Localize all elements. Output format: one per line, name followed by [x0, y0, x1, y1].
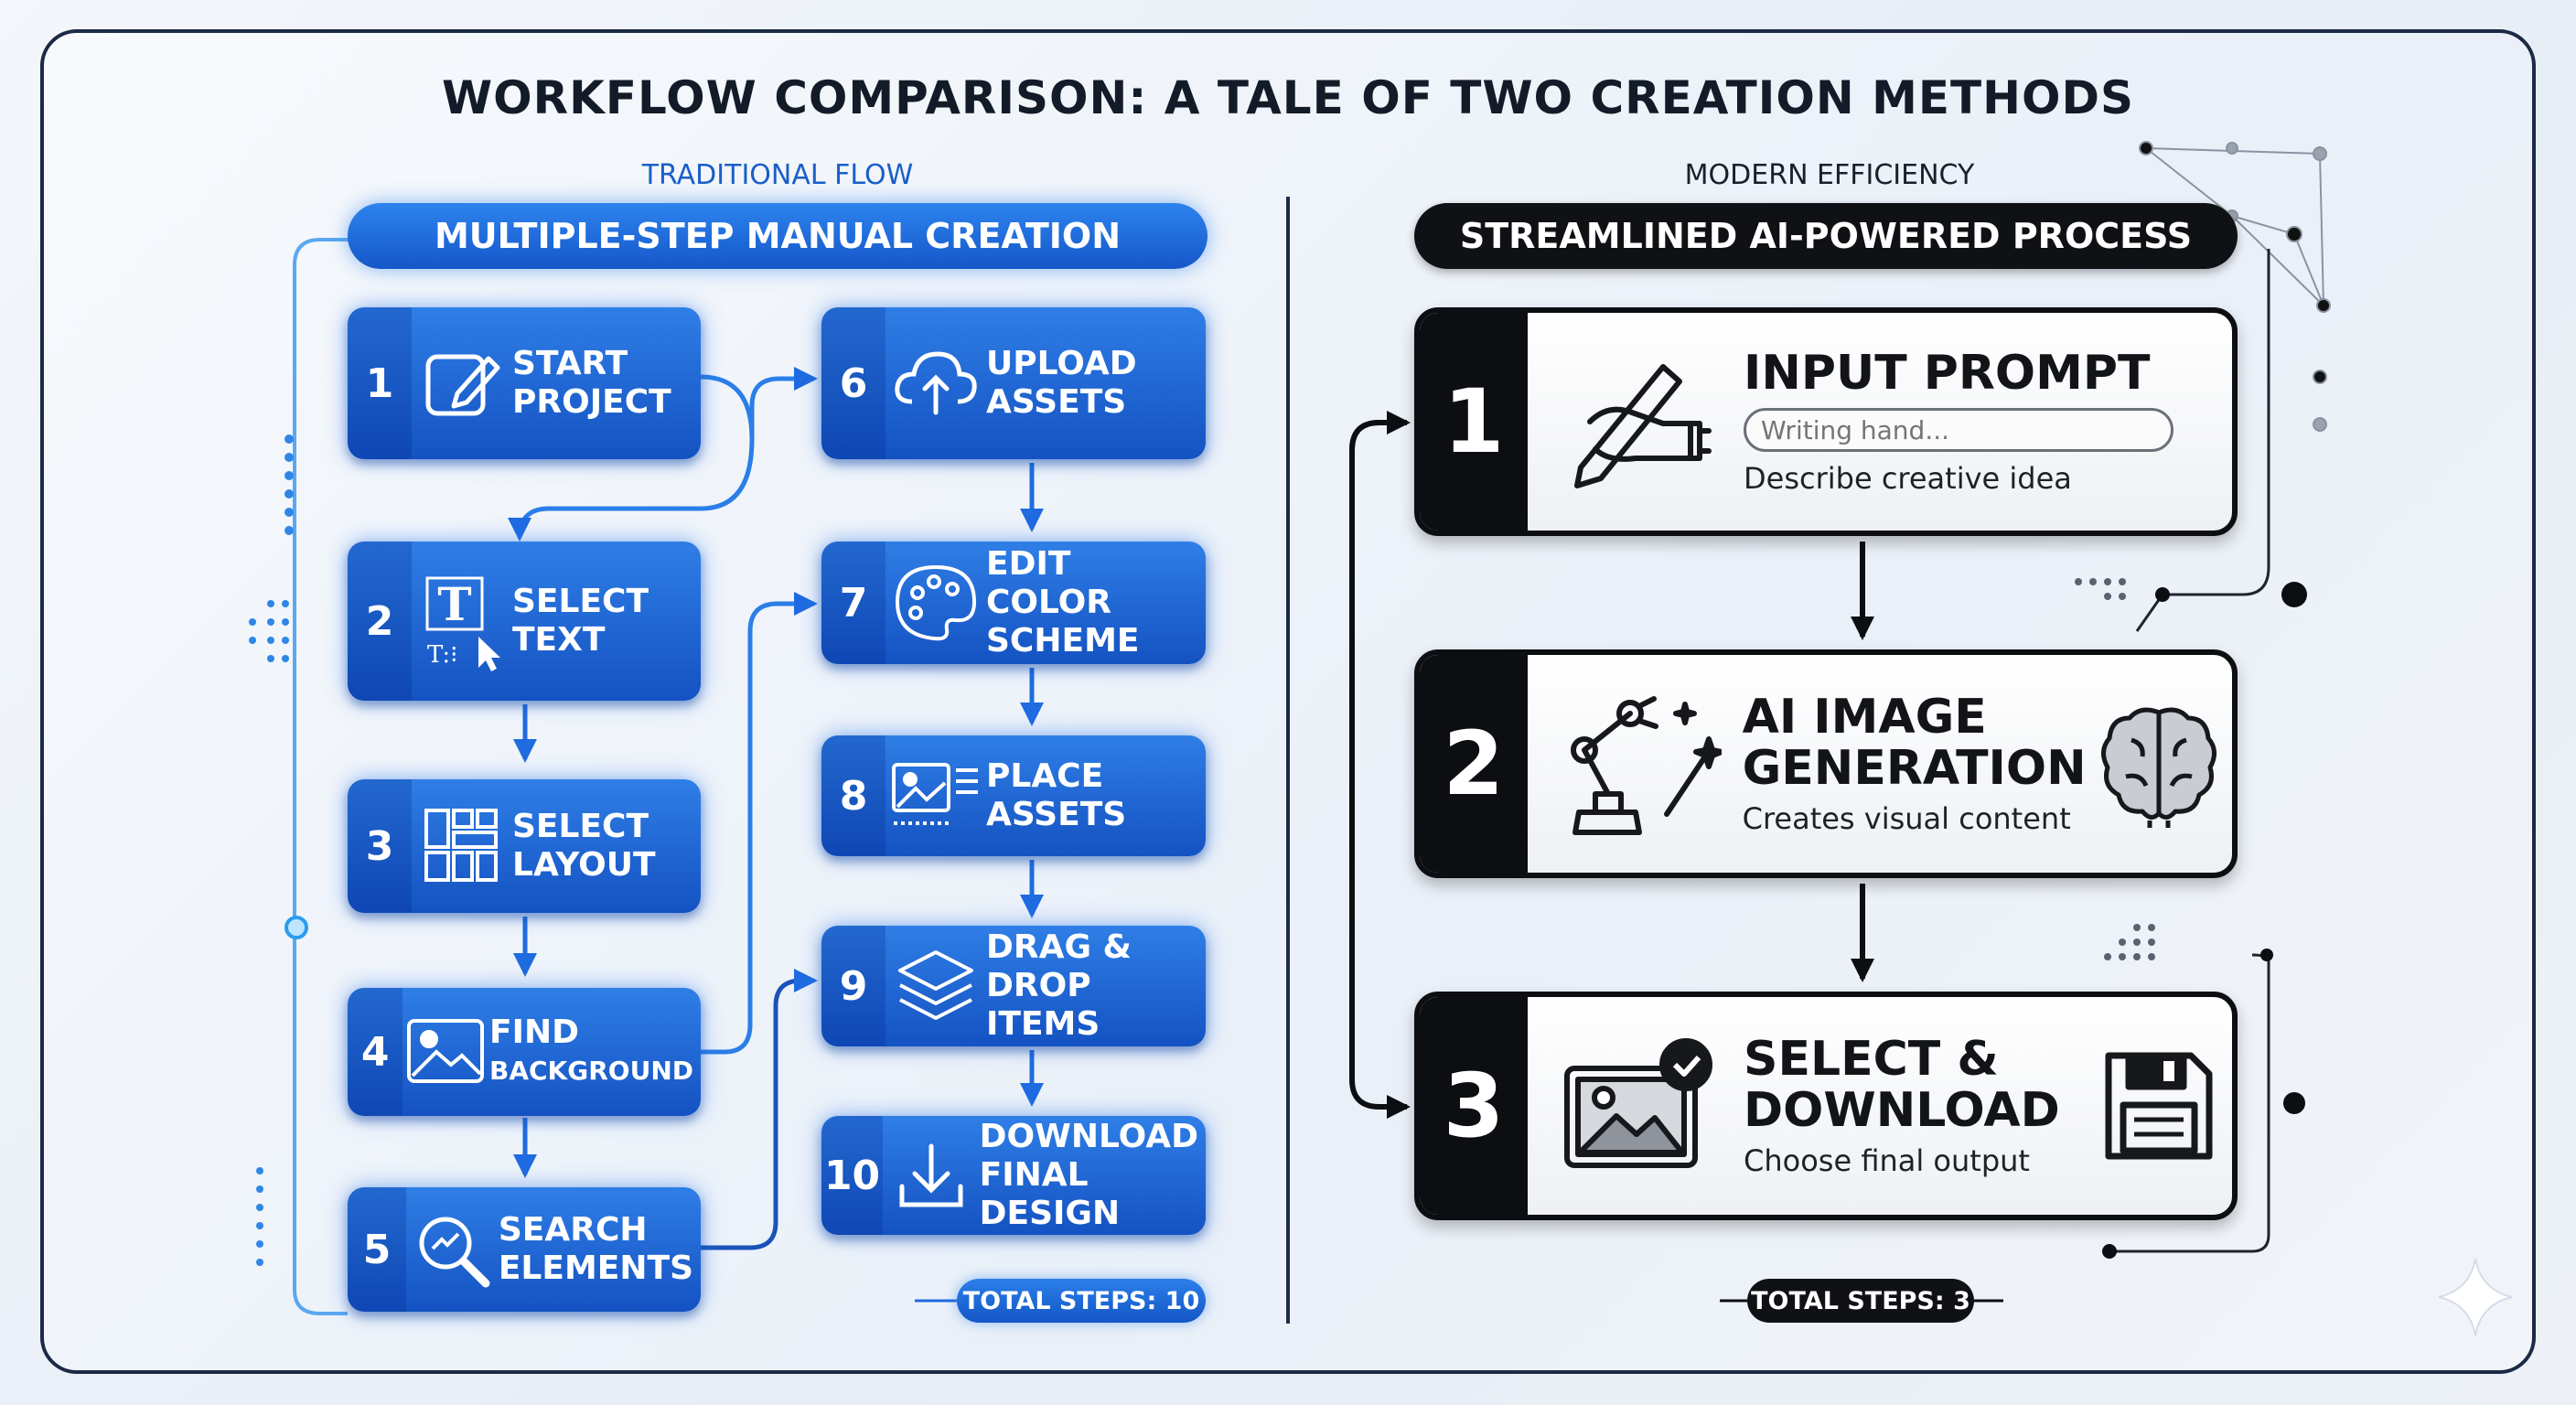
step-title-line2: DOWNLOAD: [1744, 1083, 2060, 1138]
step-number: 7: [821, 542, 886, 664]
step-label-line2: BACKGROUND: [488, 1056, 693, 1086]
bracket-node: [284, 916, 308, 939]
left-dot-clusters: [249, 434, 294, 1266]
left-bracket-line: [293, 238, 355, 1315]
step-title-line2: GENERATION: [1742, 741, 2087, 796]
step-number: 2: [348, 542, 412, 701]
brain-icon: [2087, 655, 2232, 873]
step-label-line1: UPLOAD: [986, 345, 1137, 382]
step-number: 6: [821, 307, 886, 459]
network-decoration: [2139, 141, 2331, 432]
step-number: 9: [821, 926, 886, 1046]
arrow-loop-m1: [1349, 420, 1411, 1119]
step-number: 8: [821, 735, 886, 856]
step-number: 10: [821, 1116, 884, 1235]
step-label-line2: TEXT: [512, 621, 606, 659]
traditional-step-4: 4 FIND BACKGROUND: [348, 988, 701, 1116]
step-label-line2: ASSETS: [986, 383, 1127, 421]
step-label-line1: DOWNLOAD: [979, 1118, 1198, 1155]
step-label-line1: START: [512, 345, 628, 382]
dot-clusters: [2075, 578, 2155, 960]
arrow-5-9: [701, 969, 818, 1250]
step-number: 3: [348, 779, 412, 913]
image-placement-icon: [886, 735, 986, 856]
modern-total-badge: TOTAL STEPS: 3: [1747, 1279, 1974, 1323]
step-description: Describe creative idea: [1744, 461, 2072, 496]
step-title: INPUT PROMPT: [1744, 346, 2151, 401]
svg-text:T:⁝: T:⁝: [427, 641, 457, 669]
page-title: WORKFLOW COMPARISON: A TALE OF TWO CREAT…: [442, 71, 2134, 124]
step-number: 1: [1420, 313, 1528, 531]
arrow-1-6: [508, 374, 755, 542]
step-number: 5: [348, 1187, 407, 1312]
modern-step-3: 3 SELECT & DOWNLOAD Choose final output: [1414, 992, 2238, 1220]
step-number: 2: [1420, 655, 1528, 873]
step-title-line1: AI IMAGE: [1742, 690, 1987, 745]
step-number: 1: [348, 307, 412, 459]
step-label-line1: DRAG &: [986, 928, 1132, 966]
step-label-line2: ASSETS: [986, 796, 1127, 833]
step-label-line2: SCHEME: [986, 622, 1140, 660]
step-number: 3: [1420, 997, 1528, 1215]
edit-icon: [412, 307, 512, 459]
step-label-line2: LAYOUT: [512, 846, 656, 884]
circuit-nodes: [2102, 582, 2307, 1259]
step-label-line1: SELECT: [512, 583, 649, 620]
modern-step-1: 1 INPUT PROMPT Describe creative idea: [1414, 307, 2238, 536]
step-label-line1: FIND: [488, 1014, 579, 1051]
step-label-line1: SELECT: [512, 808, 649, 845]
step-label-line1: PLACE: [986, 757, 1104, 795]
prompt-input[interactable]: [1744, 408, 2174, 452]
robot-arm-icon: [1528, 655, 1743, 873]
palette-icon: [886, 542, 986, 664]
cloud-upload-icon: [886, 307, 986, 459]
step-title-line1: SELECT &: [1744, 1032, 1999, 1087]
step-description: Choose final output: [1744, 1143, 2030, 1178]
step-label-line2: PROJECT: [512, 383, 671, 421]
traditional-label: TRADITIONAL FLOW: [641, 159, 914, 191]
arrow-loop-m1-top: [1349, 411, 1411, 457]
writing-hand-icon: [1528, 313, 1744, 531]
traditional-total-badge: TOTAL STEPS: 10: [957, 1279, 1206, 1323]
sparkle-icon: [2438, 1258, 2513, 1336]
step-label-line2: ELEMENTS: [498, 1249, 693, 1287]
arrow-4-7: [701, 592, 818, 1055]
step-label-line1: EDIT COLOR: [986, 545, 1112, 621]
arrow-to-6: [749, 367, 818, 439]
save-disk-icon: [2086, 997, 2232, 1215]
modern-header: STREAMLINED AI-POWERED PROCESS: [1414, 203, 2238, 269]
modern-label: MODERN EFFICIENCY: [1684, 159, 1975, 191]
traditional-step-9: 9 DRAG &DROP ITEMS: [821, 926, 1206, 1046]
modern-step-2: 2 AI IMAGE GENERATION Creates visual con…: [1414, 649, 2238, 878]
search-icon: [406, 1187, 499, 1312]
traditional-header: MULTIPLE-STEP MANUAL CREATION: [348, 203, 1208, 269]
image-check-icon: [1528, 997, 1744, 1215]
step-description: Creates visual content: [1742, 801, 2071, 836]
image-icon: [402, 988, 489, 1116]
circuit-decoration: [2109, 249, 2270, 1253]
step-label-line1: SEARCH: [498, 1211, 648, 1249]
download-icon: [883, 1116, 980, 1235]
layout-grid-icon: [412, 779, 512, 913]
step-label-line2: FINAL DESIGN: [979, 1156, 1121, 1232]
text-tool-icon: T T:⁝: [412, 542, 512, 701]
svg-text:T: T: [437, 577, 471, 631]
column-divider: [1286, 197, 1290, 1324]
step-label-line2: DROP ITEMS: [986, 967, 1100, 1043]
step-number: 4: [348, 988, 403, 1116]
layers-icon: [886, 926, 986, 1046]
